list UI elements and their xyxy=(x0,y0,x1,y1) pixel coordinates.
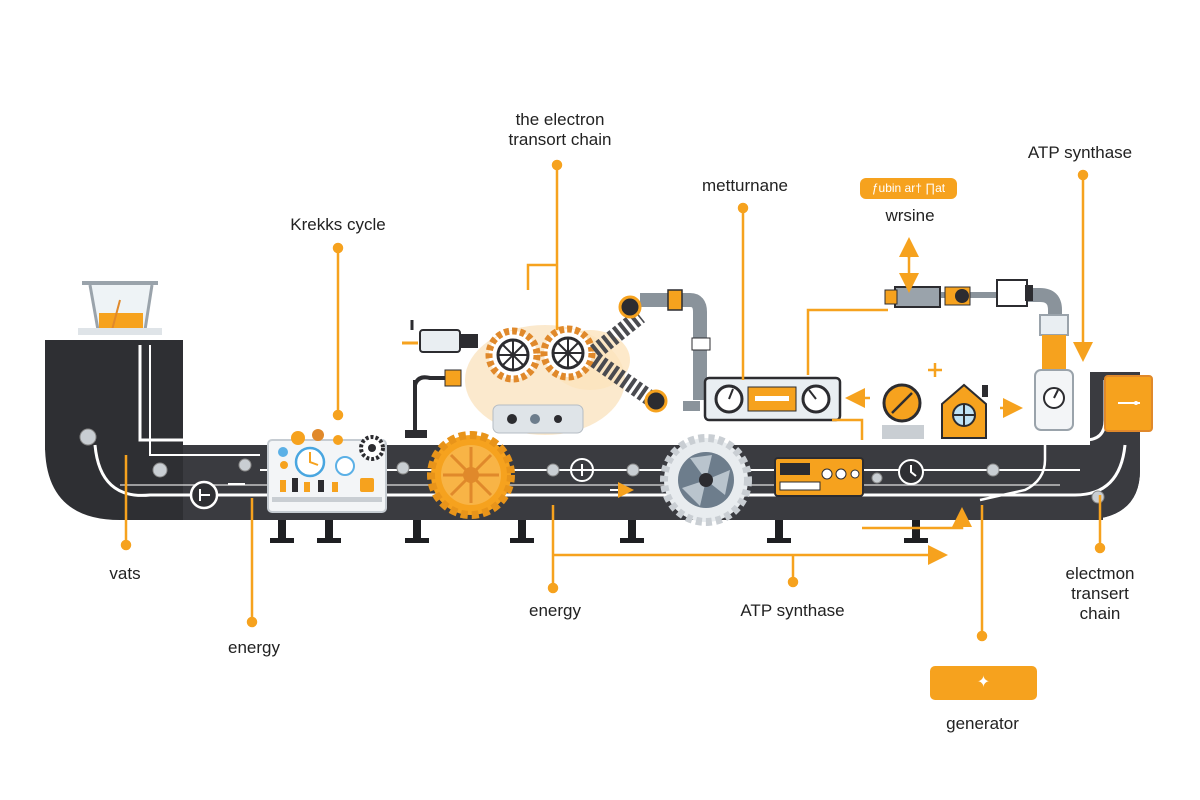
connector-lines xyxy=(120,159,1106,642)
label-wrsine: wrsine xyxy=(885,206,935,225)
clock-icon xyxy=(882,383,924,439)
badge-tag: ƒubin ar† ∏at xyxy=(860,178,957,199)
gauge-panel xyxy=(703,376,842,422)
house-icon xyxy=(941,383,988,439)
label-energy-mid: energy xyxy=(529,601,581,620)
label-vats: vats xyxy=(109,564,141,583)
generator-lightning-icon: ✦ xyxy=(930,666,1037,700)
battery-icon xyxy=(1104,375,1153,432)
beaker-icon xyxy=(78,281,162,335)
label-atp-synthase-top: ATP synthase xyxy=(1027,143,1133,162)
sparkle-icon xyxy=(928,363,942,377)
fan-icon xyxy=(660,434,752,526)
label-metturnane: metturnane xyxy=(702,176,788,195)
gear-pair xyxy=(465,325,630,435)
label-etc-top: the electron transort chain xyxy=(508,110,612,149)
control-board xyxy=(267,429,387,513)
orange-gear-icon xyxy=(427,431,515,519)
label-energy-left: energy xyxy=(228,638,280,657)
pump-icon xyxy=(402,320,478,438)
small-gear-icon xyxy=(359,435,385,461)
label-krekks-cycle: Krekks cycle xyxy=(290,215,386,234)
control-panel-icon xyxy=(774,457,864,497)
label-generator: generator xyxy=(946,714,1019,733)
valve-icon xyxy=(884,279,1033,308)
label-atp-synthase-bottom: ATP synthase xyxy=(740,601,845,620)
synthase-cylinder xyxy=(1034,314,1074,431)
label-etc-right: electmon transert chain xyxy=(1065,564,1135,623)
